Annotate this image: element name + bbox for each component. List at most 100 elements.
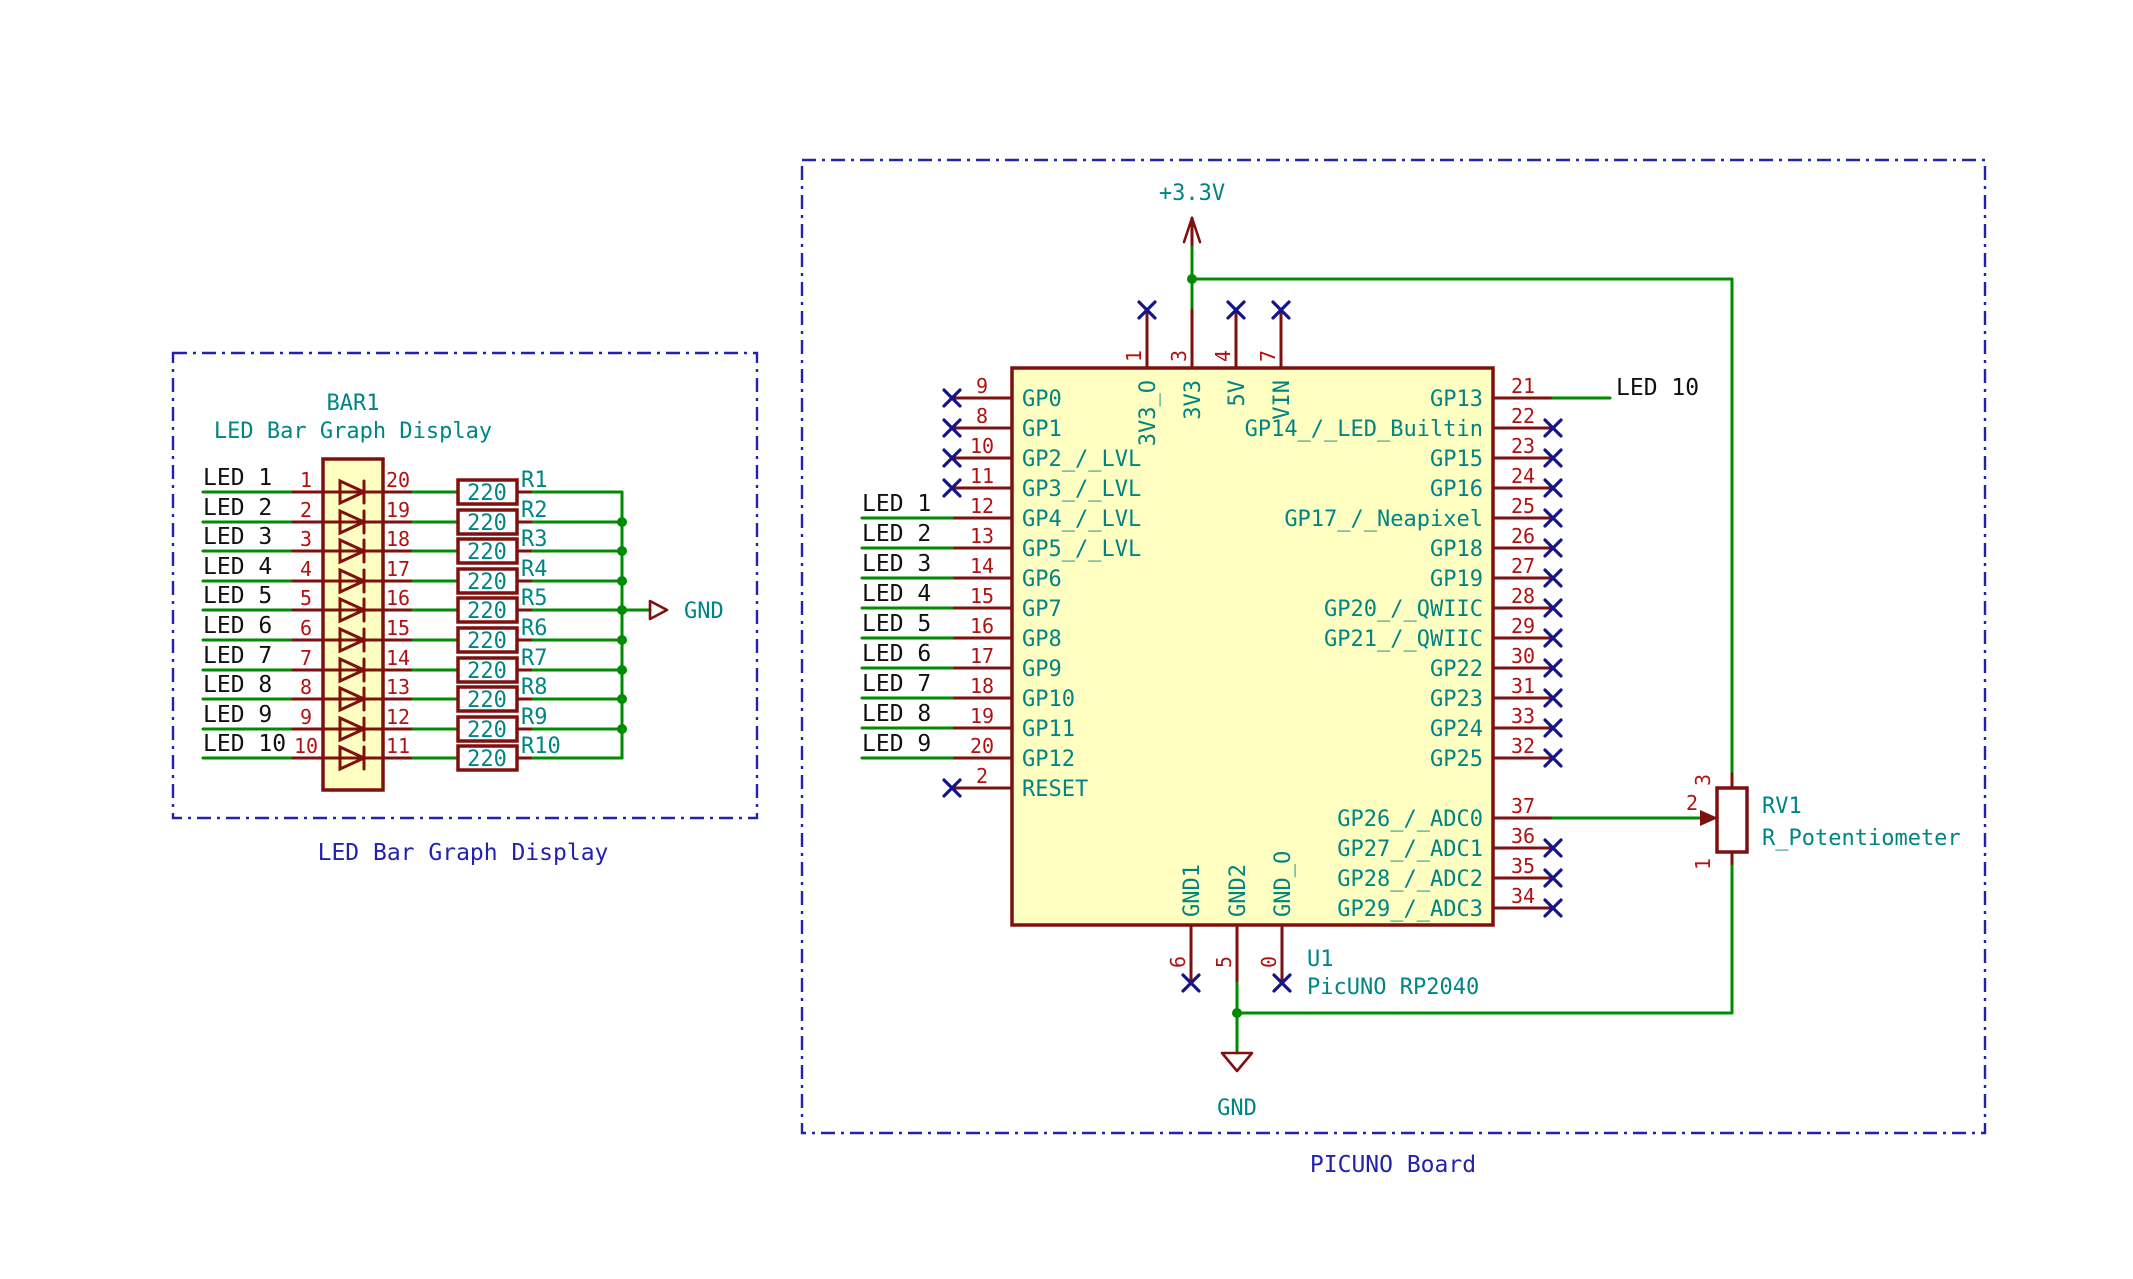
pin-name: GP9 <box>1022 657 1062 682</box>
led-icon <box>338 656 368 684</box>
led-icon <box>338 626 368 654</box>
pin-name: GP14_/_LED_Builtin <box>1245 417 1483 442</box>
pin-name: GP1 <box>1022 417 1062 442</box>
pin-number: 1 <box>1691 858 1715 870</box>
wiper-arrow-icon <box>1700 810 1718 826</box>
pin-number: 13 <box>386 675 410 699</box>
resistor-value: 220 <box>467 599 507 624</box>
pin-number: 2 <box>300 498 312 522</box>
junction-dot <box>617 635 627 645</box>
pin-name: GND1 <box>1180 864 1205 917</box>
pin-number: 31 <box>1511 674 1535 698</box>
pin-name: GP28_/_ADC2 <box>1337 867 1483 892</box>
pin-number: 26 <box>1511 524 1535 548</box>
pin-number: 14 <box>970 554 994 578</box>
junction-dot <box>617 665 627 675</box>
no-connect-icon <box>1543 418 1563 438</box>
pin-number: 15 <box>970 584 994 608</box>
pin-name: GND2 <box>1226 864 1251 917</box>
resistor-ref: R8 <box>521 675 548 700</box>
pin-number: 23 <box>1511 434 1535 458</box>
led-icon <box>338 744 368 772</box>
bar1-body <box>321 457 385 792</box>
bar-row: LED 9 9 12 220 R9 <box>201 702 624 743</box>
bar-row: LED 1 1 20 220 R1 <box>201 465 624 506</box>
pin-name: VIN <box>1270 380 1295 420</box>
pin-name: GP22 <box>1430 657 1483 682</box>
pin-number: 12 <box>970 494 994 518</box>
pin-name: GP26_/_ADC0 <box>1337 807 1483 832</box>
net-label: LED 9 <box>203 702 272 728</box>
pin-number: 8 <box>300 675 312 699</box>
pin-number: 36 <box>1511 824 1535 848</box>
resistor-body <box>456 537 519 565</box>
pin-number: 33 <box>1511 704 1535 728</box>
rv1-value: R_Potentiometer <box>1762 826 1961 851</box>
no-connect-icon <box>942 448 962 468</box>
led-icon <box>338 596 368 624</box>
gnd-port-label: GND <box>684 599 724 624</box>
resistor-ref: R4 <box>521 557 548 582</box>
resistor-ref: R1 <box>521 468 548 493</box>
net-label: LED 9 <box>862 731 931 757</box>
no-connect-icon <box>1226 300 1246 320</box>
resistor-value: 220 <box>467 747 507 772</box>
no-connect-icon <box>942 418 962 438</box>
bar-row: LED 3 3 18 220 R3 <box>201 524 624 565</box>
pin-name: GND_O <box>1271 851 1296 917</box>
pin-number: 11 <box>386 734 410 758</box>
pin-number: 18 <box>970 674 994 698</box>
junction-dot <box>617 576 627 586</box>
bar-row: LED 5 5 16 220 R5 <box>201 583 624 624</box>
no-connect-icon <box>1137 300 1157 320</box>
pin-number: 4 <box>1211 350 1235 362</box>
net-label: LED 10 <box>203 731 286 757</box>
junction-dot <box>617 517 627 527</box>
pin-number: 17 <box>970 644 994 668</box>
pin-number: 19 <box>970 704 994 728</box>
pin-number: 3 <box>300 527 312 551</box>
pin-number: 37 <box>1511 794 1535 818</box>
no-connect-icon <box>1543 748 1563 768</box>
u1-body <box>1010 366 1495 927</box>
pin-name: GP10 <box>1022 687 1075 712</box>
pin-number: 12 <box>386 705 410 729</box>
pin-number: 35 <box>1511 854 1535 878</box>
resistor-body <box>456 744 519 772</box>
net-label: LED 3 <box>862 551 931 577</box>
resistor-value: 220 <box>467 659 507 684</box>
bar1-ref: BAR1 <box>327 391 380 416</box>
rv1-ref: RV1 <box>1762 794 1802 819</box>
net-label: LED 7 <box>203 643 272 669</box>
pin-number: 10 <box>970 434 994 458</box>
u1-value: PicUNO RP2040 <box>1307 975 1479 1000</box>
u1-right-pins: 21 GP13 LED 10 22 GP14_/_LED_Builtin 23 … <box>1245 374 1702 922</box>
no-connect-icon <box>1543 838 1563 858</box>
pin-name: GP4_/_LVL <box>1022 507 1141 532</box>
pin-number: 8 <box>976 404 988 428</box>
u1-ref: U1 <box>1307 947 1334 972</box>
pin-number: 25 <box>1511 494 1535 518</box>
resistor-ref: R7 <box>521 646 548 671</box>
pin-name: GP5_/_LVL <box>1022 537 1141 562</box>
pin-name: 3V3_O <box>1136 380 1161 446</box>
pin-name: GP16 <box>1430 477 1483 502</box>
no-connect-icon <box>1543 508 1563 528</box>
resistor-value: 220 <box>467 540 507 565</box>
net-label: LED 8 <box>862 701 931 727</box>
pin-name: GP20_/_QWIIC <box>1324 597 1483 622</box>
no-connect-icon <box>942 478 962 498</box>
pin-name: GP24 <box>1430 717 1483 742</box>
resistor-ref: R5 <box>521 586 548 611</box>
pin-name: GP12 <box>1022 747 1075 772</box>
pin-number: 27 <box>1511 554 1535 578</box>
no-connect-icon <box>1543 478 1563 498</box>
led-icon <box>338 685 368 713</box>
pin-number: 16 <box>386 586 410 610</box>
resistor-value: 220 <box>467 629 507 654</box>
power-3v3-label: +3.3V <box>1159 181 1225 206</box>
resistor-value: 220 <box>467 688 507 713</box>
pin-number: 1 <box>1122 350 1146 362</box>
pin-number: 9 <box>300 705 312 729</box>
